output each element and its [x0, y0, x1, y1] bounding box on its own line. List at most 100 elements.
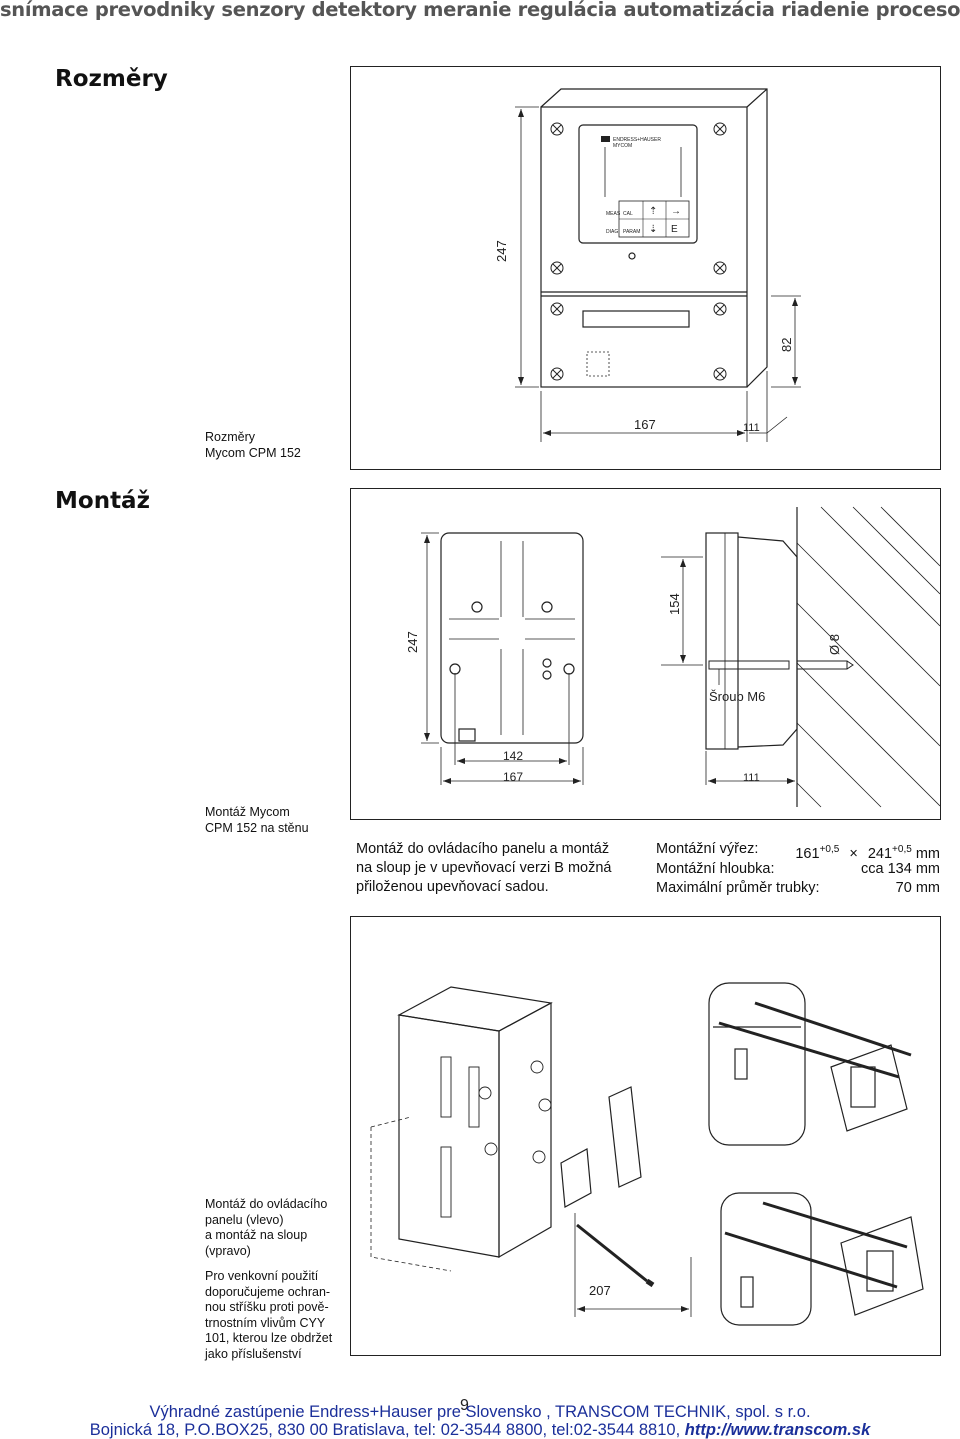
housing-front — [540, 106, 748, 388]
footer-address: Bojnická 18, P.O.BOX25, 830 00 Bratislav… — [89, 1421, 685, 1439]
footer-line-2: Bojnická 18, P.O.BOX25, 830 00 Bratislav… — [0, 1421, 960, 1439]
threaded-rod — [576, 1223, 648, 1283]
note-line: Pro venkovní použití — [205, 1269, 319, 1283]
mounting-text: Montáž do ovládacího panelu a montáž na … — [356, 840, 646, 897]
mounting-drawing: 247 154 Ø 8 Šroub M6 142 167 111 — [405, 506, 941, 808]
caption-line: a montáž na sloup — [205, 1228, 308, 1242]
threaded-rod — [718, 1021, 900, 1079]
back-plate — [440, 532, 584, 744]
section-title-dimensions: Rozměry — [55, 66, 168, 92]
text-line: přiloženou upevňovací sadou. — [356, 879, 549, 895]
note-line: jako příslušenství — [205, 1346, 302, 1361]
dimension-lines — [421, 532, 798, 785]
threaded-rod — [762, 1201, 908, 1249]
housing-side — [705, 532, 739, 750]
threaded-rod — [754, 1001, 912, 1057]
caption-line: CPM 152 na stěnu — [205, 820, 309, 835]
dim-hole-spacing-h: 142 — [503, 749, 523, 763]
dimension-lines — [515, 106, 801, 442]
footer-line-1: Výhradné zastúpenie Endress+Hauser pre S… — [149, 1403, 811, 1421]
arrow-up-icon: ⇡ — [649, 206, 657, 217]
spec-pipe-label: Maximální průměr trubky: — [656, 880, 820, 896]
dim-depth: 111 — [743, 422, 760, 434]
note-line: nou stříšku proti pově- — [205, 1300, 329, 1314]
mounting-figure: 247 154 Ø 8 Šroub M6 142 167 111 — [350, 488, 941, 820]
spec-pipe-value: 70 mm — [895, 880, 940, 896]
cutout-unit: mm — [915, 845, 940, 862]
caption-line: Montáž do ovládacího — [205, 1197, 328, 1211]
brand-logo-icon — [601, 136, 610, 142]
dim-width: 167 — [634, 417, 656, 432]
spec-pipe: Maximální průměr trubky: 70 mm — [656, 879, 940, 898]
dimensions-figure: ENDRESS+HAUSER MYCOM MEAS CAL DIAG PARAM… — [350, 66, 941, 470]
led-indicator — [628, 252, 636, 260]
pole-bracket — [840, 1216, 924, 1316]
device-brand: ENDRESS+HAUSER — [613, 137, 661, 143]
wall-hatch — [796, 506, 941, 808]
weather-note: Pro venkovní použití doporučujeme ochran… — [205, 1269, 332, 1362]
caption-line: Rozměry — [205, 430, 256, 444]
label-strip — [582, 310, 690, 328]
device-model: MYCOM — [613, 143, 632, 149]
pole-bracket — [830, 1044, 908, 1132]
dimensions-drawing: ENDRESS+HAUSER MYCOM MEAS CAL DIAG PARAM… — [494, 88, 801, 442]
spec-cutout-value: 161+0,5 × 241+0,5 mm — [795, 840, 940, 864]
dim-depth: 111 — [743, 772, 760, 784]
screw-icon — [550, 122, 727, 381]
caption-line: Montáž Mycom — [205, 805, 290, 819]
mounting-bracket — [608, 1086, 642, 1188]
spec-cutout: Montážní výřez: 161+0,5 × 241+0,5 mm — [656, 840, 940, 862]
display-window — [578, 124, 698, 244]
key-cal: CAL — [623, 211, 633, 217]
section-title-mounting: Montáž — [55, 488, 150, 514]
screw-shaft — [708, 660, 790, 670]
footer: Výhradné zastúpenie Endress+Hauser pre S… — [0, 1403, 960, 1439]
panel-pole-caption: Montáž do ovládacího panelu (vlevo) a mo… — [205, 1197, 327, 1259]
text-line: na sloup je v upevňovací verzi B možná — [356, 860, 612, 876]
panel-pole-drawing: 207 — [370, 982, 924, 1326]
arrow-down-icon: ⇣ — [649, 224, 657, 235]
mounting-caption: Montáž Mycom CPM 152 na stěnu — [205, 805, 309, 836]
panel-pole-figure: 207 — [350, 916, 941, 1356]
arrow-right-icon: → — [671, 206, 681, 217]
panel-cutout — [370, 1116, 452, 1272]
dim-width: 167 — [503, 770, 523, 784]
key-meas: MEAS — [606, 211, 621, 217]
mounting-bracket — [560, 1148, 592, 1208]
dim-height-lower: 82 — [779, 338, 794, 352]
caption-line: Mycom CPM 152 — [205, 445, 301, 460]
housing-front-iso — [498, 1001, 552, 1259]
note-line: 101, kterou lze obdržet — [205, 1331, 333, 1345]
times-sign: × — [849, 845, 858, 862]
spec-depth: Montážní hloubka: cca 134 mm — [656, 860, 940, 879]
cutout-width-tolerance: +0,5 — [819, 844, 840, 855]
housing-depth-edge — [540, 88, 768, 388]
dim-height-total: 247 — [494, 240, 509, 262]
page-number: 9 — [460, 1397, 469, 1414]
key-param: PARAM — [623, 229, 640, 235]
dimension-lines — [574, 1213, 692, 1317]
cutout-height: 241 — [867, 845, 893, 862]
dimensions-caption: Rozměry Mycom CPM 152 — [205, 430, 301, 461]
wall-plug — [796, 660, 848, 670]
footer-url-link[interactable]: http://www.transcom.sk — [684, 1421, 871, 1439]
caption-line: panelu (vlevo) — [205, 1212, 284, 1227]
spec-depth-value: cca 134 mm — [861, 861, 940, 877]
note-line: trnostním vlivům CYY — [205, 1315, 326, 1330]
housing-side — [398, 1014, 500, 1258]
caption-line: (vpravo) — [205, 1243, 251, 1258]
note-line: doporučujeme ochran- — [205, 1284, 331, 1299]
dim-diameter: Ø 8 — [827, 634, 842, 655]
cable-gland — [586, 351, 610, 377]
page-banner: snímace prevodniky senzory detektory mer… — [0, 0, 960, 21]
spec-depth-label: Montážní hloubka: — [656, 861, 775, 877]
spec-cutout-label: Montážní výřez: — [656, 841, 759, 857]
key-enter: E — [671, 224, 678, 235]
key-diag: DIAG — [606, 229, 618, 235]
dim-hole-spacing-v: 154 — [667, 593, 682, 615]
threaded-rod — [724, 1231, 898, 1289]
dim-height-total: 247 — [405, 631, 420, 653]
cutout-height-tolerance: +0,5 — [892, 844, 912, 855]
housing-top — [397, 986, 553, 1032]
cutout-width: 161 — [795, 845, 820, 862]
